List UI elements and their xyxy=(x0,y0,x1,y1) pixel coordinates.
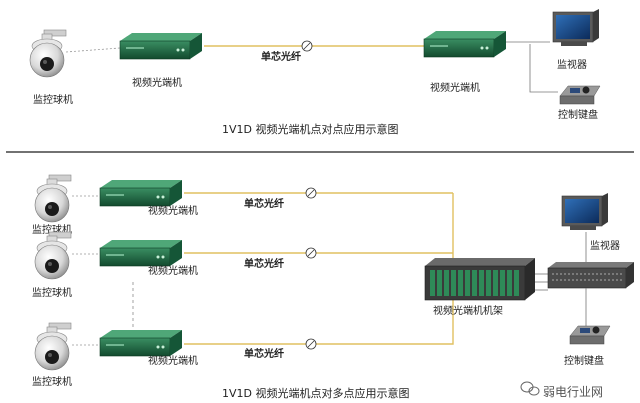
bottom-camera-1-icon xyxy=(34,174,72,223)
bottom-transmitter-1-icon xyxy=(99,179,183,207)
bottom-camera-3-icon xyxy=(34,322,72,371)
bottom-channel-1: 监控球机 视频光端机 单芯光纤 xyxy=(32,174,453,236)
bottom-camera-2-label: 监控球机 xyxy=(32,286,72,299)
top-receiver-keyboard-link xyxy=(529,44,558,93)
top-fiber-label: 单芯光纤 xyxy=(261,50,301,63)
top-receiver-label: 视频光端机 xyxy=(430,81,480,94)
rack-icon xyxy=(424,258,535,301)
top-keyboard-label: 控制键盘 xyxy=(558,108,598,121)
bottom-fiber-3-line xyxy=(184,300,454,345)
top-diagram: 监控球机 视频光端机 单芯光纤 视频光端机 监视器 控制键盘 1V1D 视频光端… xyxy=(29,8,601,136)
bottom-monitor-label: 监视器 xyxy=(590,239,620,252)
video-matrix-icon xyxy=(547,262,634,289)
bottom-camera-3-label: 监控球机 xyxy=(32,375,72,388)
wechat-icon xyxy=(520,381,540,396)
bottom-keyboard-label: 控制键盘 xyxy=(564,354,604,367)
top-transmitter-label: 视频光端机 xyxy=(132,76,182,89)
bottom-transmitter-3-icon xyxy=(99,329,183,357)
top-camera-icon xyxy=(29,29,67,78)
top-caption: 1V1D 视频光端机点对点应用示意图 xyxy=(222,122,399,136)
top-receiver-icon xyxy=(423,30,507,58)
bottom-fiber-2-label: 单芯光纤 xyxy=(244,257,284,270)
bottom-keyboard-icon xyxy=(569,325,611,345)
bottom-channel-2: 监控球机 视频光端机 单芯光纤 xyxy=(32,231,453,299)
top-keyboard-icon xyxy=(559,85,601,105)
rack-label: 视频光端机机架 xyxy=(433,304,503,317)
bottom-transmitter-2-icon xyxy=(99,239,183,267)
top-camera-label: 监控球机 xyxy=(33,93,73,106)
bottom-transmitter-1-label: 视频光端机 xyxy=(148,204,198,217)
top-transmitter-icon xyxy=(119,32,203,60)
bottom-monitor-icon xyxy=(561,192,609,231)
bottom-channel-3: 监控球机 视频光端机 单芯光纤 xyxy=(32,300,454,388)
top-monitor-icon xyxy=(552,8,600,47)
bottom-caption: 1V1D 视频光端机点对多点应用示意图 xyxy=(222,386,410,400)
bottom-fiber-3-label: 单芯光纤 xyxy=(244,347,284,360)
bottom-camera-2-icon xyxy=(34,231,72,280)
top-monitor-label: 监视器 xyxy=(557,58,587,71)
bottom-fiber-1-label: 单芯光纤 xyxy=(244,197,284,210)
top-camera-link xyxy=(65,47,121,53)
watermark: 弱电行业网 xyxy=(520,381,603,399)
bottom-transmitter-3-label: 视频光端机 xyxy=(148,354,198,367)
bottom-diagram: 监控球机 视频光端机 单芯光纤 监控球机 视频光端机 单芯 xyxy=(32,174,634,400)
watermark-text: 弱电行业网 xyxy=(543,385,603,399)
bottom-transmitter-2-label: 视频光端机 xyxy=(148,264,198,277)
